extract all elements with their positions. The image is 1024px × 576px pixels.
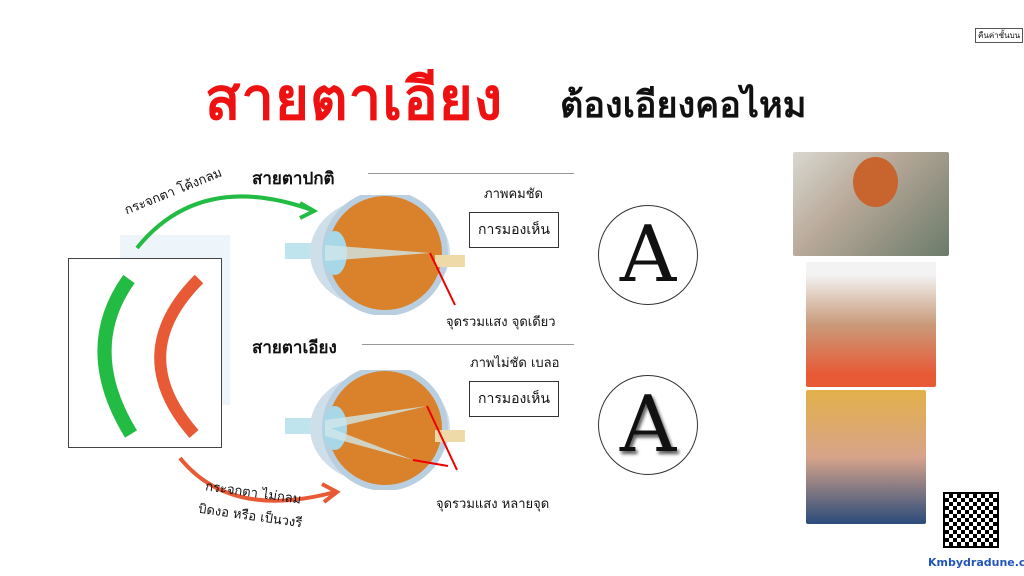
round-cornea-curve: [97, 274, 137, 438]
slide-subtitle: ต้องเอียงคอไหม: [560, 85, 807, 126]
cornea-comparison-box: [68, 258, 222, 448]
divider: [362, 344, 574, 345]
normal-heading: สายตาปกติ: [252, 169, 335, 189]
sharp-letter: A: [619, 210, 677, 300]
astig-eye-illustration: [285, 370, 465, 490]
astig-vision-box: การมองเห็น: [469, 381, 559, 417]
normal-focus-label: จุดรวมแสง จุดเดียว: [446, 315, 556, 330]
astig-image-label: ภาพไม่ชัด เบลอ: [470, 356, 560, 371]
astig-heading: สายตาเอียง: [252, 338, 337, 358]
restore-button[interactable]: คืนค่าชั้นบน: [975, 28, 1024, 43]
photo-man-tilting-head: [806, 262, 936, 387]
website-link[interactable]: Kmbydradune.com: [928, 556, 1024, 569]
blurry-letter-circle: A: [598, 375, 698, 475]
normal-eye-illustration: [285, 195, 465, 315]
divider: [368, 173, 574, 174]
normal-image-label: ภาพคมชัด: [484, 187, 543, 202]
sharp-letter-circle: A: [598, 205, 698, 305]
blurry-letter: A: [619, 380, 677, 470]
qr-code: [943, 492, 999, 548]
irregular-cornea-curve: [154, 274, 204, 438]
orange-arrow: [178, 456, 336, 503]
photo-presenter: [806, 390, 926, 524]
astig-focus-label: จุดรวมแสง หลายจุด: [436, 497, 550, 512]
normal-vision-box: การมองเห็น: [469, 212, 559, 248]
cornea-curves: [97, 274, 204, 438]
green-arrow: [135, 194, 313, 250]
slide-title: สายตาเอียง: [205, 65, 504, 133]
photo-woman-with-phone: [793, 152, 949, 256]
